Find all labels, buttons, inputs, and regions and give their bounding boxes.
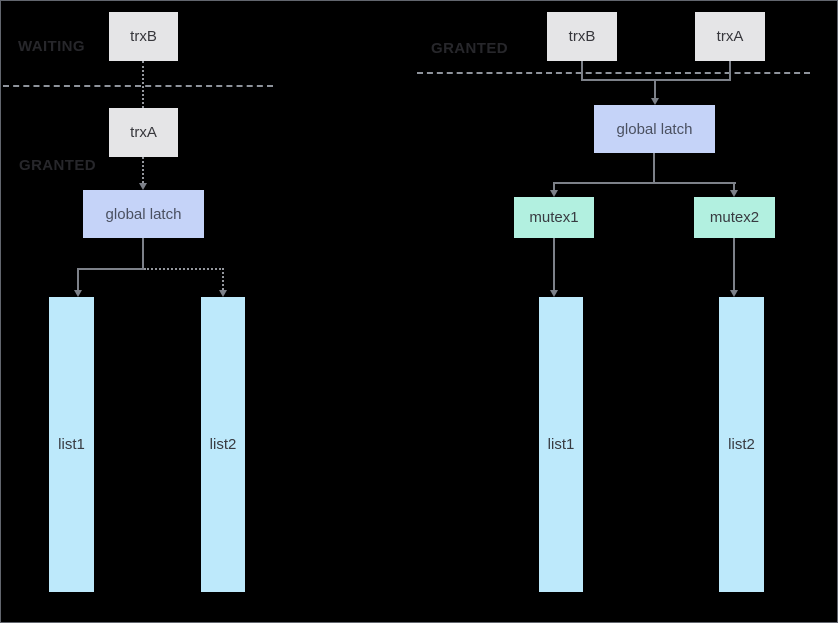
global-latch-node-right: global latch xyxy=(594,105,715,153)
connector-trxa-stem xyxy=(729,61,731,81)
arrowhead-mutex2-list2 xyxy=(730,290,738,297)
connector-latch-list2-vertical-dotted xyxy=(222,268,224,290)
connector-latch-mutex2-vertical xyxy=(733,182,735,190)
granted-section-label-left: GRANTED xyxy=(19,157,96,174)
connector-latch-stem-right xyxy=(653,153,655,184)
trxb-node-right: trxB xyxy=(547,12,617,61)
mutex1-node: mutex1 xyxy=(514,197,594,238)
connector-join-latch-vertical xyxy=(654,79,656,98)
connector-trxb-trxa-dotted xyxy=(142,61,144,108)
arrowhead-trx-latch xyxy=(651,98,659,105)
arrowhead-latch-mutex2 xyxy=(730,190,738,197)
arrowhead-latch-list1 xyxy=(74,290,82,297)
granted-section-label-right: GRANTED xyxy=(431,40,508,57)
list2-node-right: list2 xyxy=(719,297,764,592)
connector-latch-list2-horizontal-dotted xyxy=(144,268,224,270)
connector-mutex1-list1 xyxy=(553,238,555,290)
connector-trxb-stem xyxy=(581,61,583,81)
list2-node-left: list2 xyxy=(201,297,245,592)
arrowhead-mutex1-list1 xyxy=(550,290,558,297)
waiting-granted-divider-left xyxy=(3,85,273,87)
connector-latch-stem-left xyxy=(142,238,144,270)
list1-node-left: list1 xyxy=(49,297,94,592)
list1-node-right: list1 xyxy=(539,297,583,592)
global-latch-node-left: global latch xyxy=(83,190,204,238)
arrowhead-latch-mutex1 xyxy=(550,190,558,197)
connector-latch-list1-vertical xyxy=(77,268,79,290)
trxa-node-right: trxA xyxy=(695,12,765,61)
connector-trx-join-horizontal xyxy=(581,79,731,81)
granted-divider-right xyxy=(417,72,810,74)
waiting-section-label: WAITING xyxy=(18,38,85,55)
mutex2-node: mutex2 xyxy=(694,197,775,238)
connector-latch-mutex-horizontal xyxy=(553,182,736,184)
trxb-node-waiting: trxB xyxy=(109,12,178,61)
connector-mutex2-list2 xyxy=(733,238,735,290)
trxa-node-granted: trxA xyxy=(109,108,178,157)
connector-latch-mutex1-vertical xyxy=(553,182,555,190)
arrowhead-latch-list2 xyxy=(219,290,227,297)
connector-latch-list1-horizontal xyxy=(77,268,144,270)
connector-trxa-latch-dotted xyxy=(142,157,144,183)
arrowhead-trxa-latch xyxy=(139,183,147,190)
